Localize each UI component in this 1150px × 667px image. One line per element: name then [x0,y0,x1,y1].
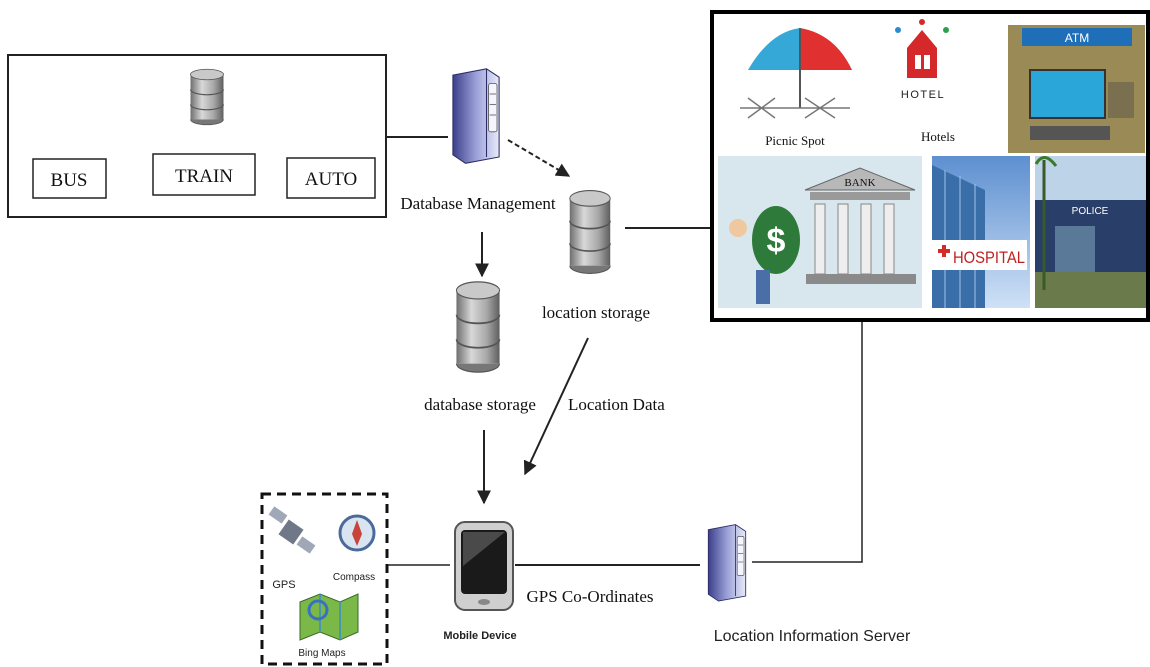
hospital-sign-label: HOSPITAL [953,248,1025,267]
arrow-location-storage-to-mobile [523,337,589,476]
location-storage-label: location storage [542,303,650,322]
umbrella-icon [740,28,852,119]
compass-label: Compass [333,572,375,583]
location-data-label: Location Data [568,395,665,414]
police-sign-label: POLICE [1072,206,1109,217]
compass-icon [338,514,376,552]
hotel-sign-label: HOTEL [901,89,945,101]
police-icon [1034,156,1146,308]
auto-box [286,157,376,199]
connector-services-to-info-server [752,322,863,563]
database-storage-database-icon [455,280,501,374]
hospital-icon [932,156,1030,308]
server-icon [452,68,500,164]
gps-coordinates-label: GPS Co-Ordinates [526,587,653,606]
bank-sign-label: BANK [844,177,875,189]
hotels-label: Hotels [921,129,955,144]
location-storage-database-icon [568,189,612,275]
bing-maps-label: Bing Maps [298,648,345,659]
map-icon [299,593,359,641]
auto-label: AUTO [305,169,357,190]
tools-panel: GPS Compass Bing Maps [260,492,389,666]
location-information-server-icon [707,524,747,602]
location-information-server-label: Location Information Server [714,628,911,645]
services-panel: Picnic Spot HOTEL Hotels ATM [710,10,1150,322]
atm-icon [1008,25,1145,153]
database-storage-label: database storage [424,395,536,414]
bus-box [32,158,107,199]
transport-panel: BUS TRAIN AUTO [7,54,387,218]
atm-sign-label: ATM [1065,31,1089,45]
mobile-device-label: Mobile Device [443,630,516,642]
train-label: TRAIN [175,166,233,187]
arrow-server-to-location-storage [507,139,571,177]
bank-icon: $ [718,156,922,308]
mobile-device-icon [454,521,514,611]
database-management-label: Database Management [400,194,556,213]
hotel-icon [895,19,949,78]
svg-text:$: $ [767,222,786,260]
database-icon [189,68,225,126]
bus-label: BUS [51,170,88,191]
train-box [152,153,256,196]
satellite-icon [268,506,316,554]
picnic-spot-label: Picnic Spot [765,133,825,148]
gps-label: GPS [272,579,295,591]
